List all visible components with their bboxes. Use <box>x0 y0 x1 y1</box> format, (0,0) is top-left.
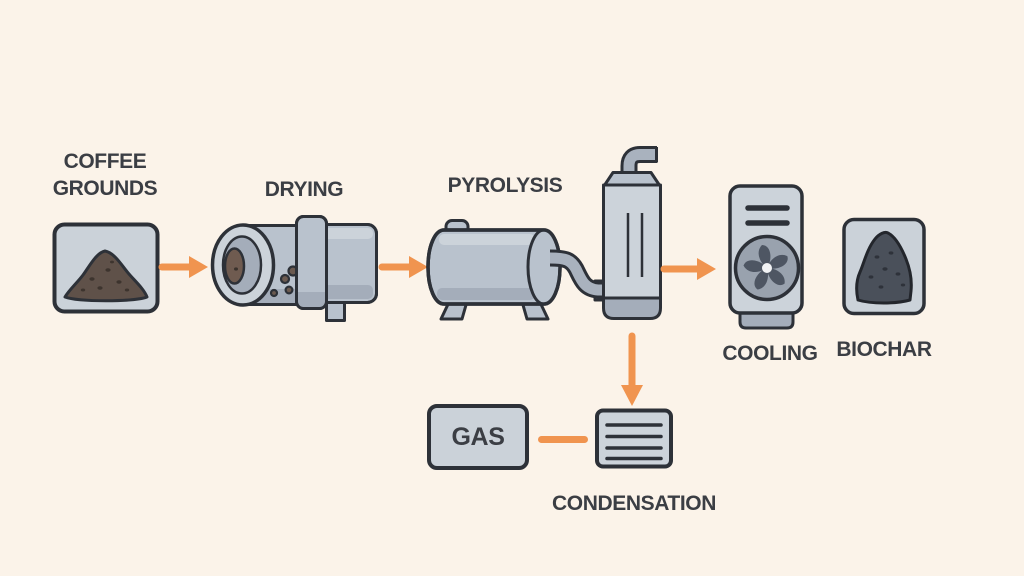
arrow-column-to-condensation <box>621 332 643 406</box>
condenser-coils <box>605 423 663 461</box>
coffee-grounds-box <box>52 222 160 314</box>
coffee-grounds-label: COFFEE GROUNDS <box>52 150 158 200</box>
column-body <box>602 183 662 301</box>
condensation-label: CONDENSATION <box>552 492 716 515</box>
gas-condensation-connector <box>538 436 588 443</box>
drying-label: DRYING <box>264 178 344 201</box>
biochar-speckles <box>868 251 906 289</box>
biochar-box <box>842 217 926 316</box>
pyrolysis-label: PYROLYSIS <box>447 174 563 197</box>
arrow-coffee-to-drying <box>158 256 208 278</box>
arrow-drying-to-pyrolysis <box>378 256 428 278</box>
column-bottom-cap <box>602 296 662 320</box>
drying-drum-opening <box>223 247 246 285</box>
cooling-unit <box>728 184 804 330</box>
cooling-pedestal <box>738 311 795 330</box>
gas-label: GAS <box>451 422 505 451</box>
arrow-column-to-cooling <box>660 258 716 280</box>
fan-hub <box>762 263 772 273</box>
fan-blades <box>743 245 788 290</box>
biochar-label: BIOCHAR <box>836 338 932 361</box>
cooling-label: COOLING <box>722 342 818 365</box>
coffee-mound-icon <box>63 249 149 303</box>
condensation-unit <box>595 408 673 469</box>
pyrolysis-reactor <box>426 219 562 321</box>
gas-box: GAS <box>427 404 529 470</box>
drying-machine <box>210 215 378 322</box>
coffee-speckles <box>80 260 130 292</box>
drying-foot <box>325 300 346 322</box>
separation-column <box>602 146 662 320</box>
